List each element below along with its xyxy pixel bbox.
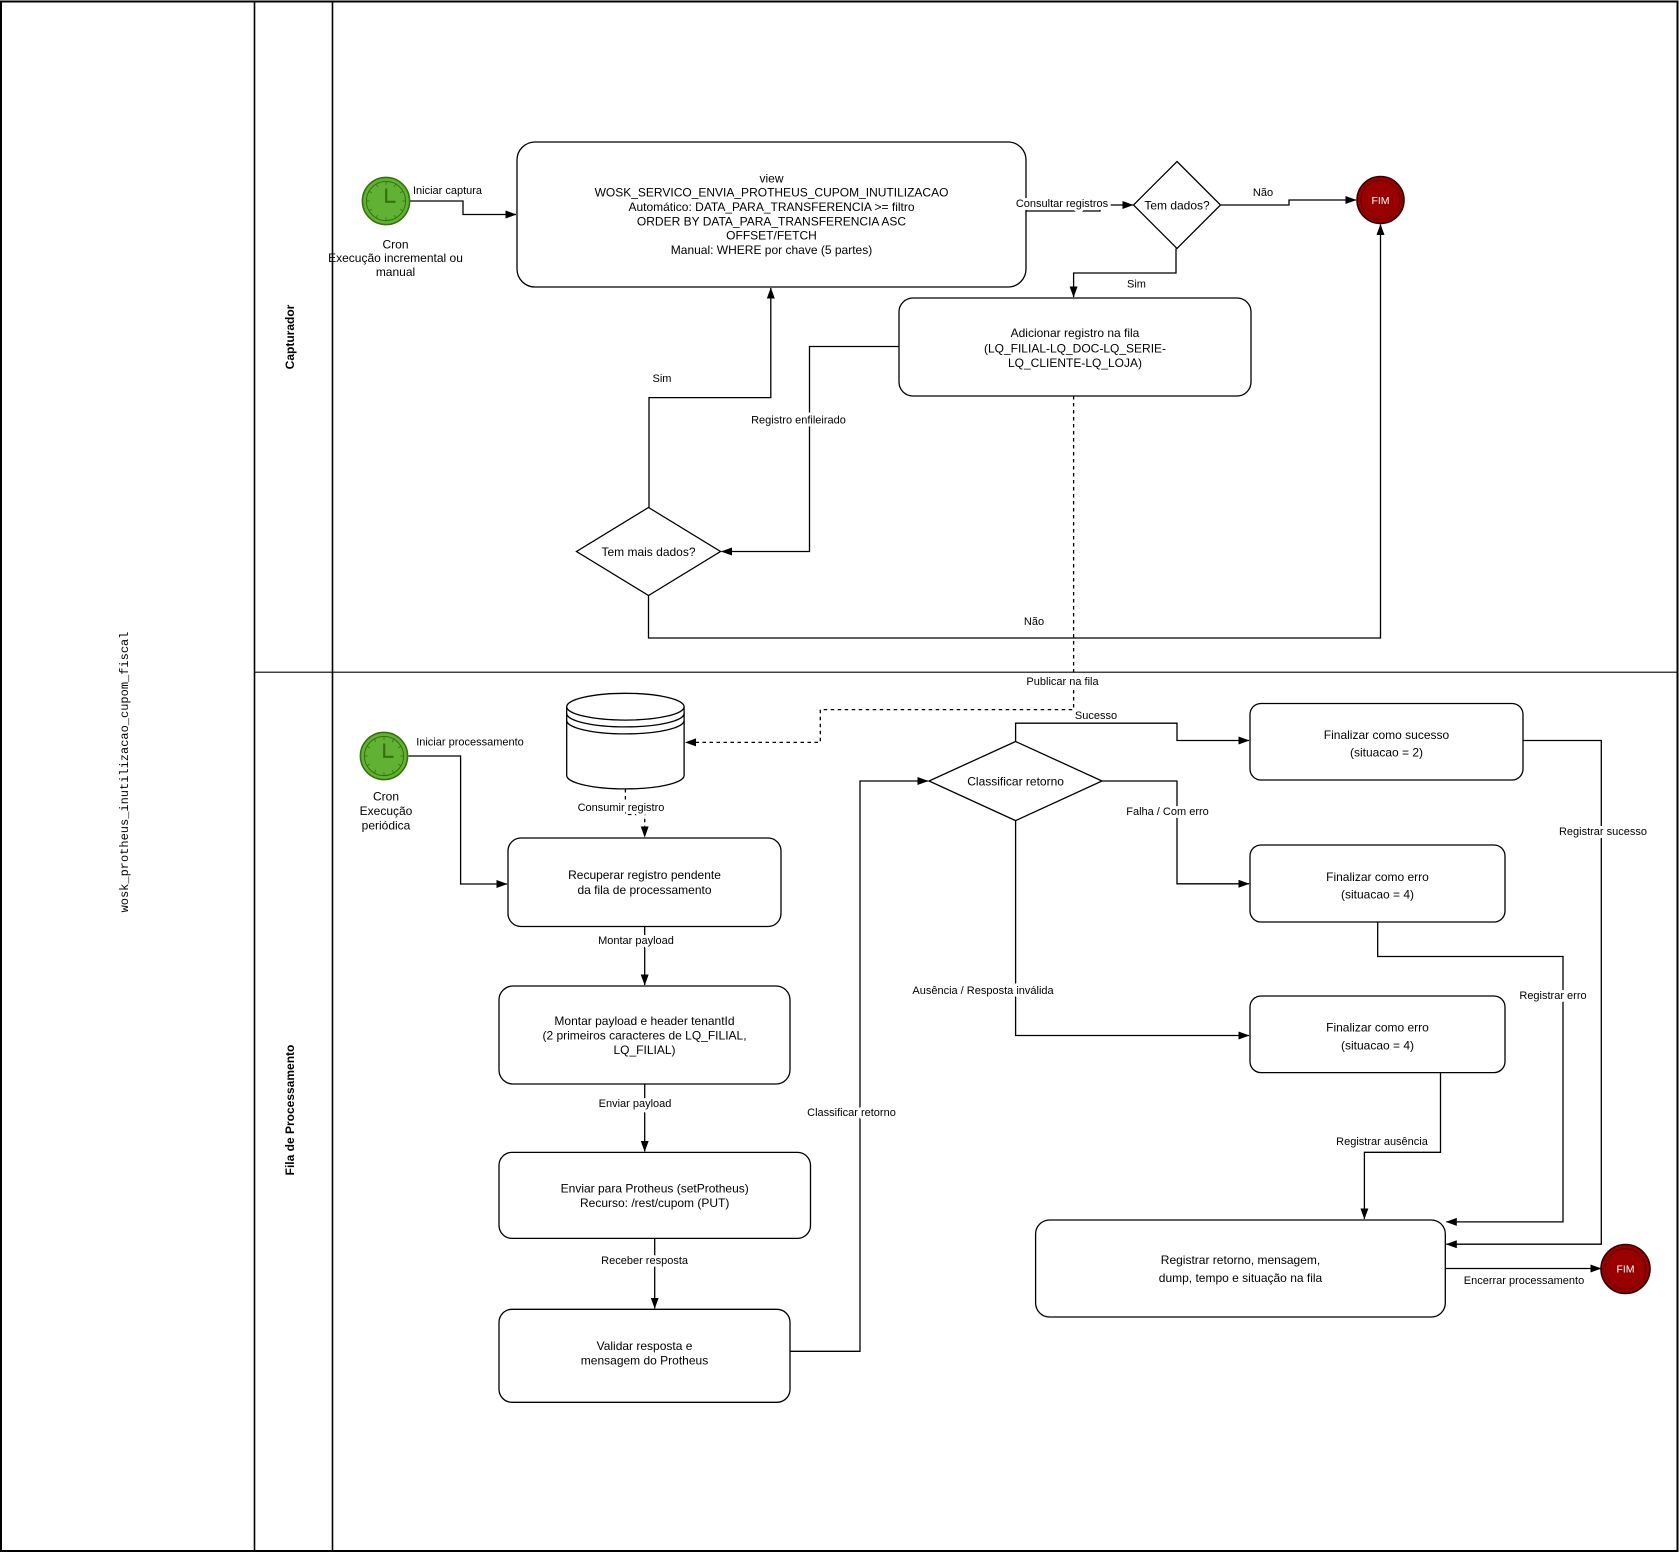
svg-text:Cron: Cron xyxy=(373,790,399,804)
svg-text:Iniciar captura: Iniciar captura xyxy=(413,185,483,197)
svg-text:Finalizar como erro: Finalizar como erro xyxy=(1326,870,1429,884)
svg-text:ORDER BY DATA_PARA_TRANSFERENC: ORDER BY DATA_PARA_TRANSFERENCIA ASC xyxy=(637,214,907,228)
svg-text:mensagem do Protheus: mensagem do Protheus xyxy=(581,1354,708,1368)
svg-text:Validar resposta e: Validar resposta e xyxy=(597,1339,693,1353)
svg-text:(situacao = 4): (situacao = 4) xyxy=(1341,888,1414,902)
svg-text:wosk_protheus_inutilizacao_cup: wosk_protheus_inutilizacao_cupom_fiscal xyxy=(118,632,132,913)
svg-text:Finalizar como sucesso: Finalizar como sucesso xyxy=(1324,728,1450,742)
svg-text:Registrar erro: Registrar erro xyxy=(1519,990,1586,1002)
svg-text:Não: Não xyxy=(1024,616,1044,628)
svg-text:Montar payload e header tenant: Montar payload e header tenantId xyxy=(554,1014,734,1028)
svg-text:Cron: Cron xyxy=(382,238,408,252)
svg-text:Sim: Sim xyxy=(653,373,672,385)
svg-text:FIM: FIM xyxy=(1371,195,1389,207)
svg-text:Recurso: /rest/cupom (PUT): Recurso: /rest/cupom (PUT) xyxy=(580,1196,729,1210)
svg-text:(2 primeiros caracteres de LQ_: (2 primeiros caracteres de LQ_FILIAL, xyxy=(542,1029,746,1043)
svg-text:Registro enfileirado: Registro enfileirado xyxy=(751,415,846,427)
svg-text:Recuperar registro pendente: Recuperar registro pendente xyxy=(568,868,721,882)
svg-text:Encerrar processamento: Encerrar processamento xyxy=(1464,1275,1584,1287)
svg-text:Falha / Com erro: Falha / Com erro xyxy=(1126,806,1209,818)
svg-text:Capturador: Capturador xyxy=(283,304,297,369)
svg-text:Execução incremental ou: Execução incremental ou xyxy=(328,251,463,265)
svg-text:periódica: periódica xyxy=(362,819,411,833)
svg-text:Enviar payload: Enviar payload xyxy=(599,1098,672,1110)
svg-text:Ausência / Resposta inválida: Ausência / Resposta inválida xyxy=(912,985,1054,997)
svg-text:Classificar retorno: Classificar retorno xyxy=(807,1107,896,1119)
svg-text:Consultar registros: Consultar registros xyxy=(1016,198,1109,210)
svg-text:(LQ_FILIAL-LQ_DOC-LQ_SERIE-: (LQ_FILIAL-LQ_DOC-LQ_SERIE- xyxy=(984,342,1166,356)
svg-text:Publicar na fila: Publicar na fila xyxy=(1026,676,1099,688)
svg-text:Automático: DATA_PARA_TRANSFER: Automático: DATA_PARA_TRANSFERENCIA >= f… xyxy=(628,200,914,214)
svg-text:view: view xyxy=(759,171,783,185)
svg-text:da fila de processamento: da fila de processamento xyxy=(577,883,711,897)
svg-text:WOSK_SERVICO_ENVIA_PROTHEUS_CU: WOSK_SERVICO_ENVIA_PROTHEUS_CUPOM_INUTIL… xyxy=(595,186,949,200)
svg-text:OFFSET/FETCH: OFFSET/FETCH xyxy=(726,229,817,243)
svg-text:Consumir registro: Consumir registro xyxy=(578,802,665,814)
svg-text:Registrar ausência: Registrar ausência xyxy=(1336,1136,1429,1148)
svg-text:Enviar para Protheus (setProth: Enviar para Protheus (setProtheus) xyxy=(561,1181,749,1195)
svg-text:Sim: Sim xyxy=(1127,279,1146,291)
svg-text:Receber resposta: Receber resposta xyxy=(601,1255,689,1267)
svg-text:Classificar retorno: Classificar retorno xyxy=(967,774,1064,788)
svg-text:Não: Não xyxy=(1253,187,1273,199)
svg-text:Montar payload: Montar payload xyxy=(598,935,674,947)
svg-text:LQ_CLIENTE-LQ_LOJA): LQ_CLIENTE-LQ_LOJA) xyxy=(1008,356,1142,370)
svg-text:manual: manual xyxy=(376,265,415,279)
svg-text:Finalizar como erro: Finalizar como erro xyxy=(1326,1021,1429,1035)
svg-text:Tem mais dados?: Tem mais dados? xyxy=(601,545,695,559)
svg-text:dump, tempo e situação na fila: dump, tempo e situação na fila xyxy=(1159,1271,1323,1285)
svg-text:Execução: Execução xyxy=(360,804,413,818)
svg-text:Sucesso: Sucesso xyxy=(1075,710,1117,722)
svg-text:(situacao = 4): (situacao = 4) xyxy=(1341,1038,1414,1052)
svg-text:Manual: WHERE por chave (5 par: Manual: WHERE por chave (5 partes) xyxy=(671,243,872,257)
svg-text:Registrar sucesso: Registrar sucesso xyxy=(1559,826,1647,838)
svg-text:(situacao = 2): (situacao = 2) xyxy=(1350,746,1423,760)
svg-text:LQ_FILIAL): LQ_FILIAL) xyxy=(613,1043,675,1057)
svg-text:Fila de Processamento: Fila de Processamento xyxy=(283,1045,297,1176)
svg-text:Adicionar registro na fila: Adicionar registro na fila xyxy=(1011,326,1140,340)
svg-text:Iniciar processamento: Iniciar processamento xyxy=(416,737,524,749)
svg-text:FIM: FIM xyxy=(1616,1264,1634,1276)
svg-text:Tem dados?: Tem dados? xyxy=(1144,198,1210,212)
svg-text:Registrar retorno, mensagem,: Registrar retorno, mensagem, xyxy=(1161,1253,1320,1267)
